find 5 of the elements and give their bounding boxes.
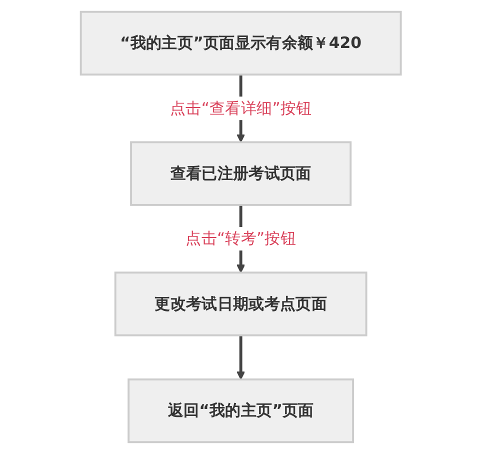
process-box: “我的主页”页面显示有余额￥420	[80, 10, 402, 76]
process-box: 更改考试日期或考点页面	[114, 272, 368, 336]
process-box: 查看已注册考试页面	[130, 141, 352, 206]
arrow	[236, 335, 246, 380]
process-box: 返回“我的主页”页面	[128, 378, 354, 444]
